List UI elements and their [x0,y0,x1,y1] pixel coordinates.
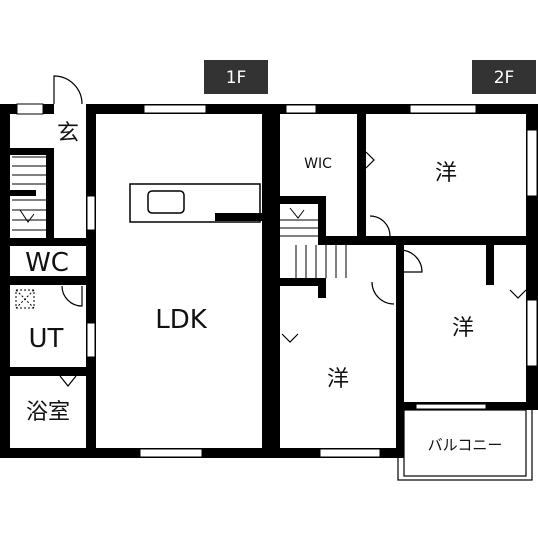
wall-stair-mid [10,190,36,196]
wall-1f-partition [86,104,96,456]
window-2f-east-top [526,129,538,197]
door-bath [59,375,77,387]
label-balcony: バルコニー [428,436,503,454]
wall-2f-west [272,104,280,458]
window-2f-east-bottom [526,299,538,367]
label-bath: 浴室 [26,400,70,425]
window-ldk-south [139,448,203,458]
door-wic [365,151,375,169]
windows-2f [285,104,538,458]
wall-stair-2f-east [318,196,326,242]
window-partition-b [86,322,96,358]
wall-stair-east [46,148,54,238]
wall-wic-east [357,104,366,242]
window-balcony [415,402,487,410]
wall-corridor-stub [318,278,326,298]
wall-1f-west [0,104,10,456]
wall-west-room-east [396,245,404,405]
wall-2f-north [272,104,538,114]
window-2f-south [319,448,381,458]
wall-closet-right [486,245,494,285]
label-ut: UT [29,324,64,354]
window-genkan [16,103,44,115]
entrance-door [53,75,83,105]
kitchen-counter [129,183,261,223]
label-ldk: LDK [155,305,208,335]
wall-genkan-bottom [10,148,48,155]
door-right-room [399,249,423,273]
label-western-top: 洋 [435,161,457,186]
sink-icon [147,190,185,214]
window-ldk-north [143,104,207,114]
wall-wc-bottom [10,276,90,285]
door-wc [61,285,83,307]
wall-ut-bottom [10,367,90,376]
window-2f-north [409,104,477,114]
washing-machine-icon [15,289,35,309]
stairs-2f [280,207,347,278]
balcony [397,403,533,481]
wall-wc-top [10,238,90,246]
label-western-left: 洋 [327,367,349,392]
stairs-1f [12,156,46,231]
label-genkan: 玄 [57,121,79,146]
label-western-right: 洋 [452,316,474,341]
floor-badge-2f-label: 2F [494,68,515,88]
wall-wic-bottom [278,196,326,204]
door-left-room [371,281,395,305]
floor-badge-2f: 2F [472,60,536,94]
wall-1f-south [0,448,272,458]
door-north-room [369,215,391,237]
wall-corridor-top [318,236,526,245]
wall-corridor-bottom [278,278,326,286]
closet-right [509,289,527,299]
wall-balcony-west [396,398,404,458]
floor-badge-1f-label: 1F [226,68,247,88]
doors-2f [281,151,527,343]
closet-left [281,333,299,343]
window-wic [285,104,317,114]
wall-kitchen-stub [215,213,262,221]
label-wc: WC [25,248,69,278]
windows-1f [16,103,207,458]
wall-1f-east [262,104,272,456]
label-wic: WIC [304,156,332,172]
window-partition-a [86,195,96,231]
floor-badge-1f: 1F [204,60,268,94]
